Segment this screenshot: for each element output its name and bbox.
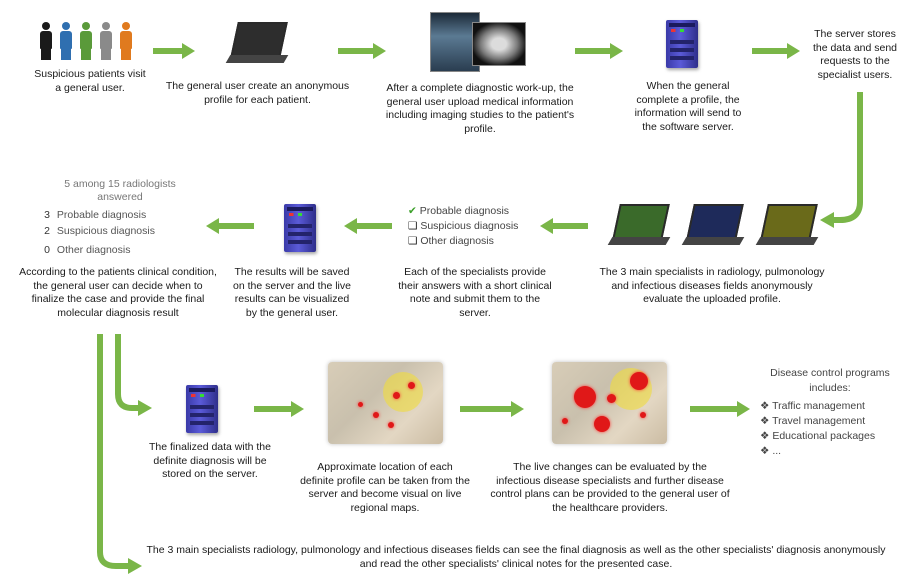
option-label: Probable diagnosis bbox=[419, 205, 510, 217]
program-item: Educational packages bbox=[772, 430, 876, 442]
programs-box: Disease control programs includes: ❖ Tra… bbox=[760, 366, 900, 459]
upload-caption: After a complete diagnostic work-up, the… bbox=[385, 82, 575, 135]
options-box: ✔ Probable diagnosis ❑ Suspicious diagno… bbox=[408, 204, 538, 249]
arrow-8 bbox=[254, 401, 304, 417]
laptop-icon bbox=[607, 204, 671, 246]
summary-count: 2 bbox=[44, 225, 50, 237]
server-icon bbox=[666, 20, 698, 68]
summary-label: Suspicious diagnosis bbox=[56, 225, 155, 237]
profile-caption: The general user create an anonymous pro… bbox=[165, 80, 350, 106]
programs-title: Disease control programs includes: bbox=[770, 367, 890, 394]
patients-caption: Suspicious patients visit a general user… bbox=[34, 68, 146, 94]
summary-title: 5 among 15 radiologists answered bbox=[64, 178, 176, 203]
finalize-caption: According to the patients clinical condi… bbox=[19, 266, 217, 319]
summary-count: 0 bbox=[44, 244, 50, 256]
bullet-icon: ❖ bbox=[760, 430, 770, 442]
send-caption: When the general complete a profile, the… bbox=[634, 80, 742, 133]
connector-right bbox=[820, 92, 863, 228]
location-caption: Approximate location of each definite pr… bbox=[300, 461, 470, 514]
connector-left bbox=[97, 334, 152, 574]
bullet-icon: ❖ bbox=[760, 400, 770, 412]
arrow-1 bbox=[153, 43, 195, 59]
arrow-6 bbox=[344, 218, 392, 234]
option-label: Other diagnosis bbox=[420, 235, 494, 247]
footer-caption: The 3 main specialists radiology, pulmon… bbox=[146, 544, 886, 570]
arrow-4 bbox=[752, 43, 800, 59]
summary-label: Probable diagnosis bbox=[56, 209, 147, 221]
arrow-5 bbox=[206, 218, 254, 234]
arrow-10 bbox=[690, 401, 750, 417]
server-icon bbox=[186, 385, 218, 433]
bullet-icon: ❖ bbox=[760, 445, 770, 457]
check-icon: ✔ bbox=[408, 205, 417, 217]
summary-label: Other diagnosis bbox=[56, 244, 131, 256]
laptop-icon bbox=[681, 204, 745, 246]
arrow-7 bbox=[540, 218, 588, 234]
program-item: Travel management bbox=[772, 415, 866, 427]
regional-map-2 bbox=[552, 362, 667, 444]
summary-count: 3 bbox=[44, 209, 50, 221]
answer-caption: Each of the specialists provide their an… bbox=[398, 266, 552, 319]
patients-icon bbox=[40, 22, 140, 62]
server-icon bbox=[284, 204, 316, 252]
laptop-icon bbox=[225, 22, 289, 64]
regional-map-1 bbox=[328, 362, 443, 444]
evaluate-caption: The 3 main specialists in radiology, pul… bbox=[599, 266, 825, 305]
finalized-caption: The finalized data with the definite dia… bbox=[149, 441, 271, 480]
bullet-icon: ❖ bbox=[760, 415, 770, 427]
arrow-3 bbox=[575, 43, 623, 59]
saved-caption: The results will be saved on the server … bbox=[233, 266, 351, 319]
arrow-9 bbox=[460, 401, 524, 417]
checkbox-icon: ❑ bbox=[408, 220, 418, 232]
ct-scan-icon bbox=[472, 22, 526, 66]
stores-caption: The server stores the data and send requ… bbox=[812, 28, 898, 81]
program-item: Traffic management bbox=[772, 400, 865, 412]
laptop-icon bbox=[755, 204, 819, 246]
program-item: ... bbox=[772, 445, 782, 457]
option-label: Suspicious diagnosis bbox=[420, 220, 519, 232]
checkbox-icon: ❑ bbox=[408, 235, 418, 247]
live-changes-caption: The live changes can be evaluated by the… bbox=[490, 461, 730, 514]
arrow-2 bbox=[338, 43, 386, 59]
summary-box: 5 among 15 radiologists answered 3 Proba… bbox=[40, 178, 200, 258]
xray-icon bbox=[430, 12, 480, 72]
